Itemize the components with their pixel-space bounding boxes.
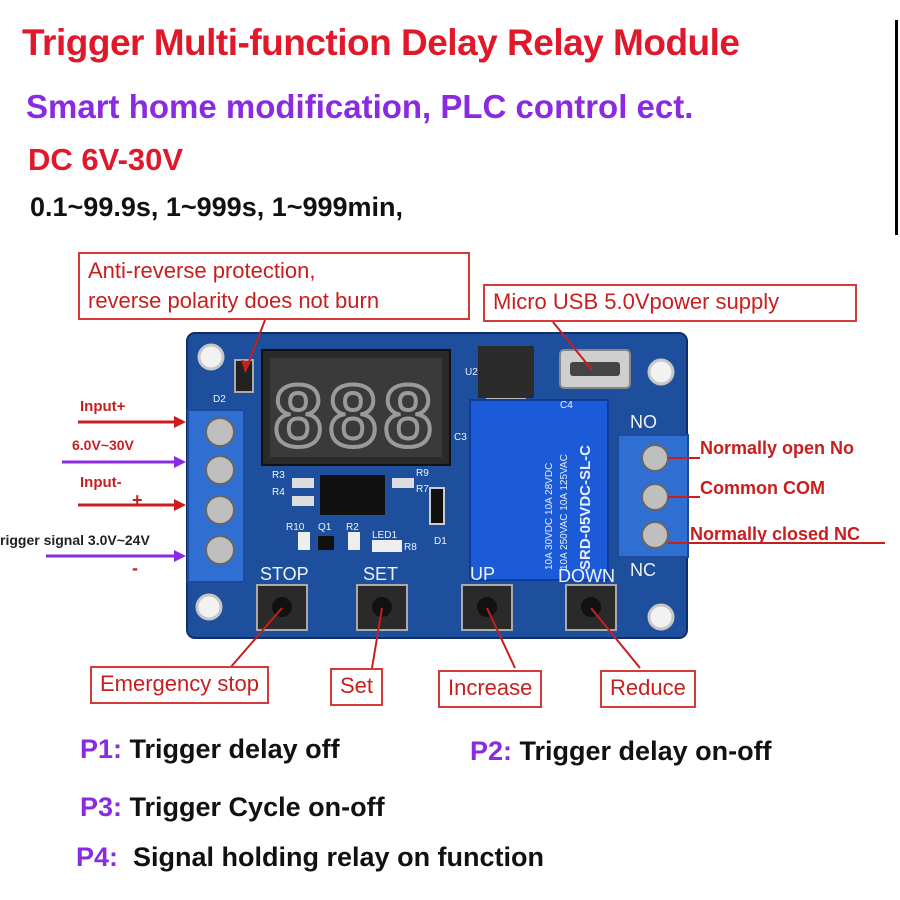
subtitle: Smart home modification, PLC control ect… [26,88,694,125]
input-plus-label: Input+ [80,398,126,415]
time-ranges: 0.1~99.9s, 1~999s, 1~999min, [30,192,404,222]
increase-callout: Increase [438,670,543,708]
usb-callout: Micro USB 5.0Vpower supply [483,284,857,322]
mount-hole-tl [197,343,225,371]
anti-reverse-line1: Anti-reverse protection, [88,258,316,283]
silk-nc: NC [630,560,656,580]
normally-open-label: Normally open No [700,438,855,458]
anti-reverse-line2: reverse polarity does not burn [88,288,380,313]
silk-up: UP [470,564,495,584]
mount-hole-tr [647,358,675,386]
page-title: Trigger Multi-function Delay Relay Modul… [22,22,740,63]
mount-hole-br [647,603,675,631]
mode-p3: P3: Trigger Cycle on-off [80,792,385,823]
svg-text:R4: R4 [272,487,285,498]
anti-reverse-callout: Anti-reverse protection, reverse polarit… [78,252,470,320]
mode-p4-key: P4: [76,842,119,872]
edge-divider [895,20,898,235]
mode-p2: P2: Trigger delay on-off [470,736,772,767]
mode-p3-key: P3: [80,792,123,822]
emergency-stop-callout: Emergency stop [90,666,269,704]
svg-text:R8: R8 [404,542,417,553]
relay [469,399,609,581]
set-callout: Set [330,668,384,706]
regulator-u2 [478,346,534,398]
mount-hole-bl [195,593,223,621]
mode-p1: P1: Trigger delay off [80,734,340,765]
common-label: Common COM [700,478,825,498]
silk-set: SET [363,564,398,584]
svg-text:Q1: Q1 [318,522,332,533]
reduce-callout: Reduce [600,670,696,708]
mode-p4: P4: Signal holding relay on function [76,842,544,873]
svg-text:LED1: LED1 [372,530,397,541]
svg-text:R2: R2 [346,522,359,533]
input-voltage-label: 6.0V~30V [72,437,134,453]
silk-no: NO [630,412,657,432]
silk-stop: STOP [260,564,309,584]
display-digits: 888 [274,366,439,465]
svg-text:U2: U2 [465,367,478,378]
input-minus-label: Input- [80,474,122,491]
svg-text:C3: C3 [454,432,467,443]
silk-down: DOWN [558,566,615,586]
relay-rating-1: 10A 250VAC 10A 125VAC [559,454,570,570]
diode-d2 [234,359,254,393]
mode-p1-key: P1: [80,734,123,764]
mode-p1-text: Trigger delay off [122,734,340,764]
svg-text:C4: C4 [560,400,573,411]
normally-closed-label: Normally closed NC [690,524,861,544]
voltage-spec: DC 6V-30V [28,142,184,177]
down-button-body [565,584,617,631]
svg-text:R9: R9 [416,468,429,479]
svg-text:R3: R3 [272,470,285,481]
mode-p4-text: Signal holding relay on function [118,842,545,872]
svg-text:D2: D2 [213,394,226,405]
trigger-signal-label: rigger signal 3.0V~24V [0,532,150,548]
stop-button-body [256,584,308,631]
mode-p3-text: Trigger Cycle on-off [122,792,385,822]
mode-p2-key: P2: [470,736,513,766]
trigger-plus-sign: + [132,490,143,510]
relay-model-text: SRD-05VDC-SL-C [577,445,594,570]
relay-rating-2: 10A 30VDC 10A 28VDC [544,463,555,570]
mode-p2-text: Trigger delay on-off [512,736,772,766]
svg-text:R7: R7 [416,484,429,495]
svg-text:R10: R10 [286,522,305,533]
svg-text:D1: D1 [434,536,447,547]
trigger-minus-sign: - [132,558,138,578]
